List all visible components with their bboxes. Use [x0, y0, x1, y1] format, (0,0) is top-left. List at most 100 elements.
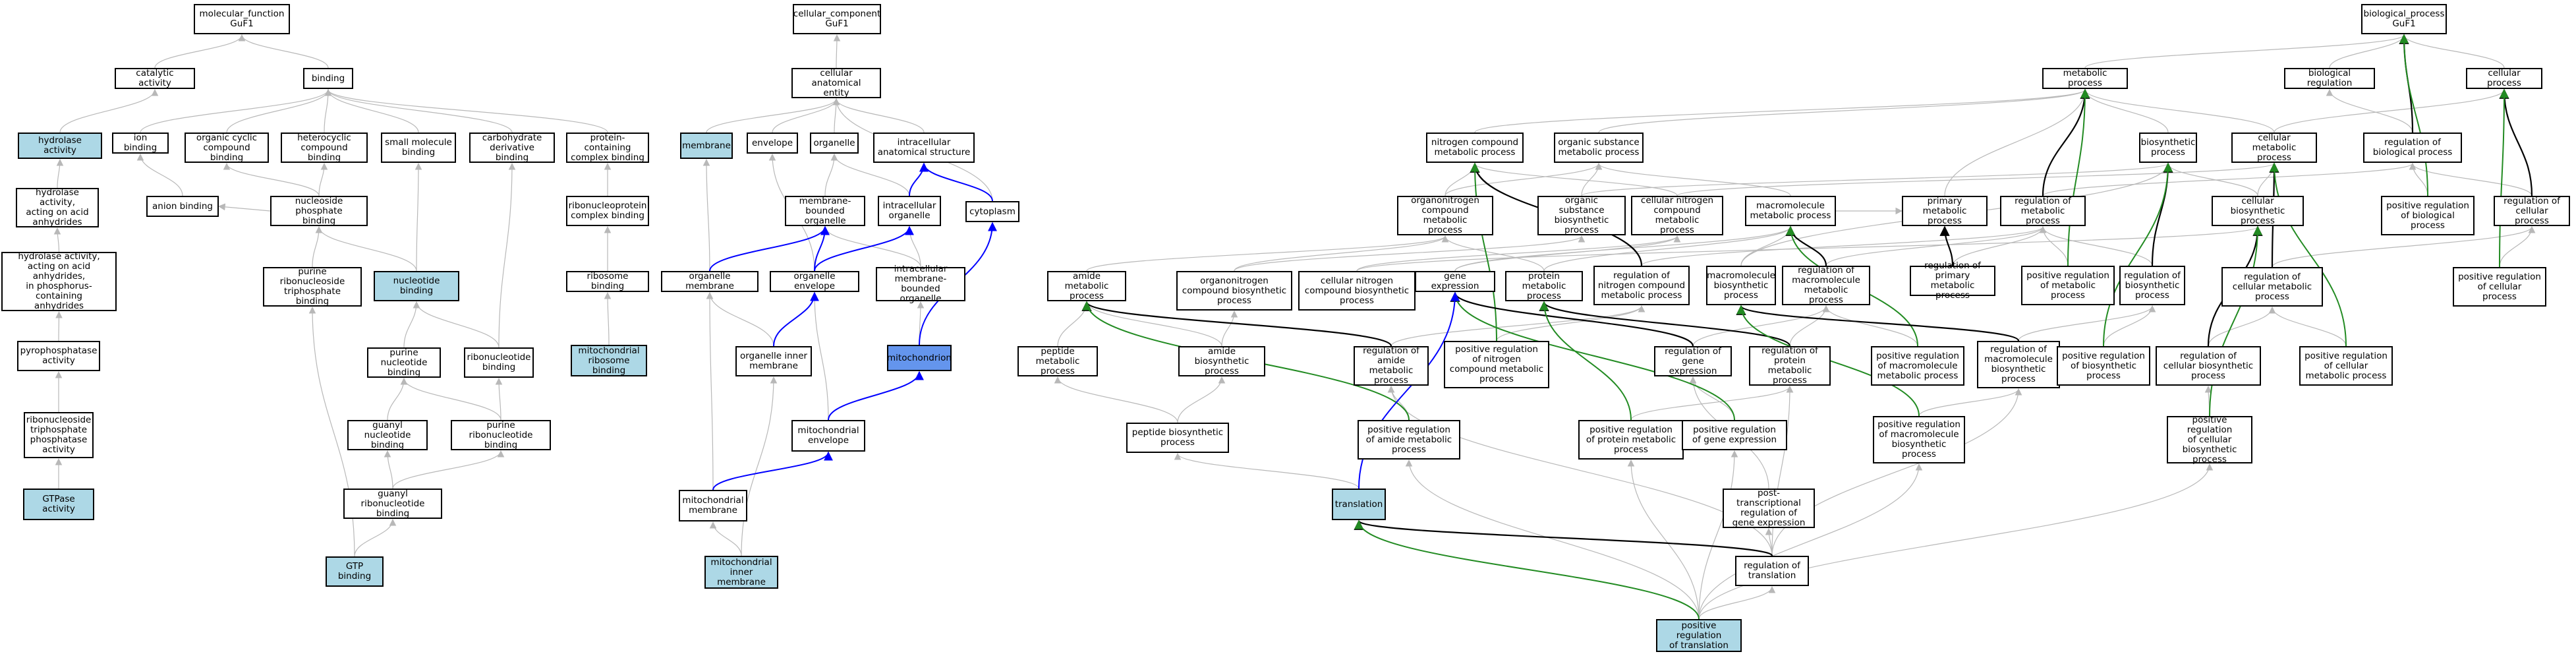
term-node-pos-reg-cell-bio[interactable]: positive regulation of cellular biosynth… — [2167, 415, 2252, 464]
term-node-hydrolase[interactable]: hydrolase activity — [18, 133, 102, 159]
term-node-mito-ribo-b[interactable]: mitochondrial ribosome binding — [571, 345, 647, 376]
term-node-anion[interactable]: anion binding — [146, 196, 219, 217]
term-node-org-envelope[interactable]: organelle envelope — [770, 271, 859, 292]
term-node-biosynthetic[interactable]: biosynthetic process — [2139, 133, 2197, 163]
term-node-pos-reg-bio-proc[interactable]: positive regulation of biosynthetic proc… — [2057, 346, 2150, 386]
term-node-nucleotide[interactable]: nucleotide binding — [374, 271, 459, 301]
term-node-reg-macro-met[interactable]: regulation of macromolecule metabolic pr… — [1782, 266, 1870, 305]
edge-guanyl_ribo-to-purine_ribo — [392, 450, 505, 489]
term-node-primary-met[interactable]: primary metabolic process — [1902, 196, 1988, 226]
term-node-pos-reg-gene[interactable]: positive regulation of gene expression — [1682, 420, 1787, 450]
term-node-reg-cell-proc[interactable]: regulation of cellular process — [2494, 196, 2570, 226]
term-node-pos-reg-macro-met[interactable]: positive regulation of macromolecule met… — [1871, 346, 1964, 386]
term-node-pos-reg-prot-met[interactable]: positive regulation of protein metabolic… — [1578, 420, 1684, 460]
term-node-purine-nt-tp[interactable]: purine ribonucleoside triphosphate bindi… — [263, 267, 362, 307]
term-node-membrane[interactable]: membrane — [680, 133, 733, 159]
term-node-pos-reg-amide[interactable]: positive regulation of amide metabolic p… — [1358, 420, 1460, 460]
term-node-gtp[interactable]: GTP binding — [326, 556, 384, 587]
term-node-nuc-phos[interactable]: nucleoside phosphate binding — [270, 196, 368, 226]
term-node-organon-met[interactable]: organonitrogen compound metabolic proces… — [1397, 196, 1493, 235]
term-node-pyrophos[interactable]: pyrophosphatase activity — [17, 341, 100, 371]
term-node-reg-cell-met[interactable]: regulation of cellular metabolic process — [2221, 267, 2323, 307]
term-node-pos-reg-macro-bio[interactable]: positive regulation of macromolecule bio… — [1873, 416, 1965, 463]
term-node-purine-ribo[interactable]: purine ribonucleotide binding — [451, 420, 551, 450]
term-node-mito-env[interactable]: mitochondrial envelope — [791, 420, 865, 452]
term-node-org-sub-met[interactable]: organic substance metabolic process — [1554, 133, 1644, 163]
term-node-reg-amide[interactable]: regulation of amide metabolic process — [1354, 346, 1429, 386]
term-node-reg-prot-met[interactable]: regulation of protein metabolic process — [1749, 346, 1831, 386]
term-node-mb-org[interactable]: membrane-bounded organelle — [785, 196, 865, 226]
term-node-amide-bio[interactable]: amide biosynthetic process — [1178, 346, 1265, 376]
term-node-guanyl-ribo[interactable]: guanyl ribonucleotide binding — [343, 489, 442, 519]
term-node-bp[interactable]: biological_process GuF1 — [2361, 4, 2447, 34]
term-node-ribonucleotide[interactable]: ribonucleotide binding — [464, 347, 534, 378]
term-node-cae[interactable]: cellular anatomical entity — [791, 68, 881, 98]
term-node-cell-n-bio[interactable]: cellular nitrogen compound biosynthetic … — [1298, 271, 1416, 311]
term-node-binding[interactable]: binding — [303, 68, 353, 89]
term-node-pos-reg-transl[interactable]: positive regulation of translation — [1656, 619, 1742, 652]
term-node-mito-membrane[interactable]: mitochondrial membrane — [679, 490, 747, 521]
term-node-macro-met[interactable]: macromolecule metabolic process — [1745, 196, 1836, 226]
term-node-mito-inner[interactable]: mitochondrial inner membrane — [704, 556, 778, 589]
term-node-ion[interactable]: ion binding — [112, 133, 169, 154]
term-node-reg-gene[interactable]: regulation of gene expression — [1654, 346, 1732, 376]
term-node-cell-bio[interactable]: cellular biosynthetic process — [2212, 196, 2304, 226]
term-node-ribosome-b[interactable]: ribosome binding — [566, 271, 649, 292]
term-node-ptr-gene[interactable]: post-transcriptional regulation of gene … — [1723, 489, 1815, 528]
term-node-amide-met[interactable]: amide metabolic process — [1047, 271, 1126, 301]
term-node-metabolic[interactable]: metabolic process — [2042, 68, 2128, 89]
term-node-reg-transl[interactable]: regulation of translation — [1735, 556, 1809, 586]
term-node-intra-mb-org[interactable]: intracellular membrane-bounded organelle — [876, 264, 965, 304]
term-node-macro-bio[interactable]: macromolecule biosynthetic process — [1706, 266, 1776, 305]
term-node-cc[interactable]: cellular_component GuF1 — [793, 4, 881, 34]
term-node-pos-reg-n-met[interactable]: positive regulation of nitrogen compound… — [1444, 341, 1549, 388]
term-node-rnp-complex[interactable]: ribonucleoprotein complex binding — [566, 196, 649, 226]
term-node-catalytic[interactable]: catalytic activity — [115, 68, 195, 89]
term-node-hydro-anh[interactable]: hydrolase activity, acting on acid anhyd… — [16, 188, 99, 227]
term-node-reg-bio[interactable]: regulation of biological process — [2363, 133, 2462, 163]
term-node-gene-expr[interactable]: gene expression — [1415, 271, 1495, 292]
term-node-peptide-met[interactable]: peptide metabolic process — [1017, 346, 1098, 376]
term-node-cytoplasm[interactable]: cytoplasm — [965, 201, 1019, 222]
edge-peptide_bio-to-peptide_met — [1054, 376, 1178, 423]
term-node-prot-complex[interactable]: protein-containing complex binding — [566, 133, 649, 163]
edge-reg_macro_bio-to-macro_bio — [1736, 305, 2020, 342]
term-node-prot-met[interactable]: protein metabolic process — [1505, 271, 1583, 301]
term-node-bio-reg[interactable]: biological regulation — [2284, 68, 2375, 89]
term-node-reg-prim-met[interactable]: regulation of primary metabolic process — [1910, 261, 1995, 301]
term-node-reg-n-met[interactable]: regulation of nitrogen compound metaboli… — [1593, 266, 1690, 305]
term-node-carb-deriv[interactable]: carbohydrate derivative binding — [469, 133, 555, 163]
term-node-intra-org[interactable]: intracellular organelle — [878, 196, 941, 226]
term-node-reg-bio-proc[interactable]: regulation of biosynthetic process — [2119, 266, 2185, 305]
term-node-reg-cell-bio[interactable]: regulation of cellular biosynthetic proc… — [2156, 346, 2261, 386]
term-node-envelope[interactable]: envelope — [747, 133, 798, 154]
term-node-purine-nt[interactable]: purine nucleotide binding — [367, 347, 441, 378]
term-node-guanyl-nt[interactable]: guanyl nucleotide binding — [347, 420, 428, 450]
term-node-pos-reg-cell-proc[interactable]: positive regulation of cellular process — [2453, 267, 2546, 307]
term-node-small-mol[interactable]: small molecule binding — [381, 133, 456, 163]
term-node-hydro-phos[interactable]: hydrolase activity, acting on acid anhyd… — [1, 252, 117, 311]
term-node-org-inner[interactable]: organelle inner membrane — [735, 346, 812, 376]
term-node-reg-met[interactable]: regulation of metabolic process — [2000, 196, 2086, 226]
term-node-intra-anat[interactable]: intracellular anatomical structure — [873, 133, 975, 163]
term-node-cellular-proc[interactable]: cellular process — [2466, 68, 2542, 89]
term-node-cell-n-met[interactable]: cellular nitrogen compound metabolic pro… — [1631, 196, 1723, 235]
term-node-mf[interactable]: molecular_function GuF1 — [194, 4, 290, 34]
term-node-heterocyclic[interactable]: heterocyclic compound binding — [281, 133, 368, 163]
term-node-peptide-bio[interactable]: peptide biosynthetic process — [1126, 423, 1229, 453]
term-node-cell-met[interactable]: cellular metabolic process — [2231, 133, 2317, 163]
term-node-org-sub-bio[interactable]: organic substance biosynthetic process — [1537, 196, 1626, 235]
term-node-pos-reg-met[interactable]: positive regulation of metabolic process — [2021, 266, 2115, 305]
term-node-gtpase[interactable]: GTPase activity — [23, 489, 94, 520]
term-node-ntpase[interactable]: ribonucleoside triphosphate phosphatase … — [24, 412, 94, 458]
term-node-pos-reg-cell-met[interactable]: positive regulation of cellular metaboli… — [2299, 346, 2393, 386]
term-node-pos-reg-bio[interactable]: positive regulation of biological proces… — [2381, 196, 2475, 235]
term-node-org-membrane[interactable]: organelle membrane — [661, 271, 758, 292]
term-node-reg-macro-bio[interactable]: regulation of macromolecule biosynthetic… — [1977, 341, 2060, 388]
term-node-organelle[interactable]: organelle — [810, 133, 859, 154]
term-node-n-cmp-met[interactable]: nitrogen compound metabolic process — [1426, 133, 1524, 163]
term-node-mitochondrion[interactable]: mitochondrion — [887, 345, 952, 371]
term-node-translation[interactable]: translation — [1332, 489, 1386, 520]
term-node-organon-bio[interactable]: organonitrogen compound biosynthetic pro… — [1176, 271, 1292, 311]
term-node-org-cyclic[interactable]: organic cyclic compound binding — [185, 133, 269, 163]
